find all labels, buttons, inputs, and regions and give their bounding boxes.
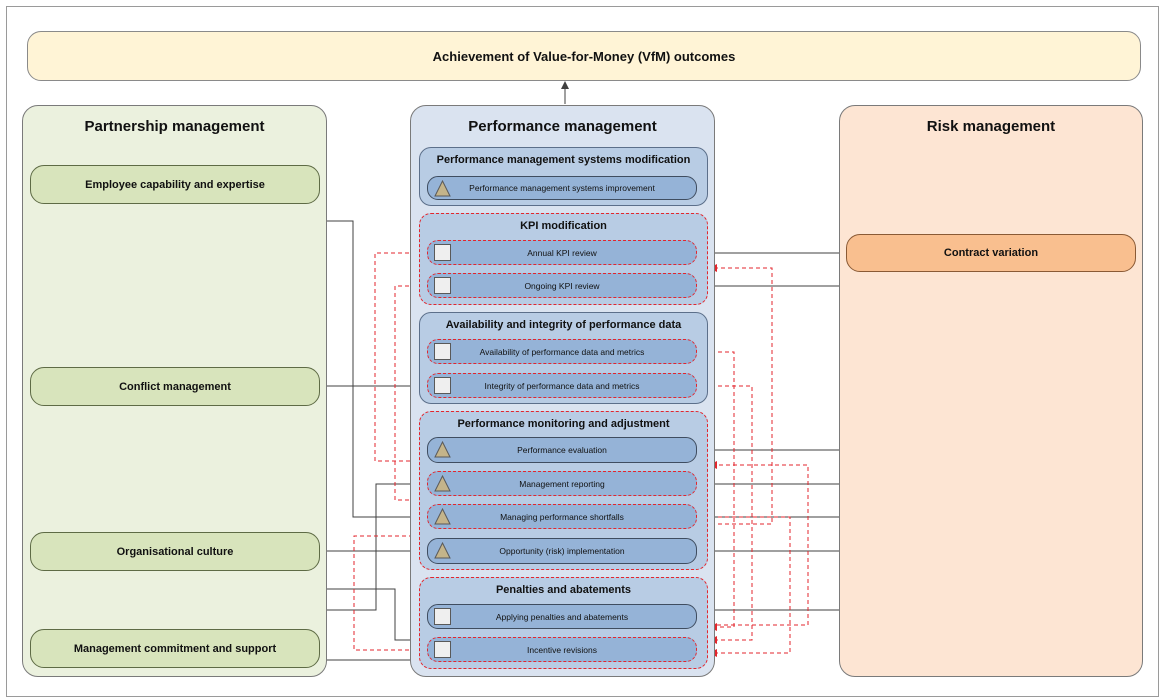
employee-capability-label: Employee capability and expertise [85, 178, 265, 191]
vfm-outcomes-title: Achievement of Value-for-Money (VfM) out… [432, 48, 736, 64]
item-management-reporting: Management reporting [427, 471, 697, 496]
item-management-reporting-label: Management reporting [519, 478, 605, 489]
performance-management-title: Performance management [468, 118, 657, 135]
organisational-culture-box: Organisational culture [30, 532, 320, 571]
feedback-integrity-to-penalties [697, 385, 753, 644]
feedback-shortfalls-to-incentive [697, 516, 791, 657]
item-applying-penalties: Applying penalties and abatements [427, 604, 697, 629]
diagram-frame [6, 6, 1159, 697]
square-icon [434, 608, 451, 625]
item-managing-shortfalls: Managing performance shortfalls [427, 504, 697, 529]
item-pms-improvement-label: Performance management systems improveme… [469, 183, 655, 193]
item-incentive-revisions: Incentive revisions [427, 637, 697, 662]
organisational-culture-label: Organisational culture [116, 545, 234, 558]
vfm-outcomes-banner: Achievement of Value-for-Money (VfM) out… [27, 31, 1141, 81]
square-icon [434, 641, 451, 658]
contract-variation-box: Contract variation [846, 234, 1136, 272]
item-annual-kpi-review: Annual KPI review [427, 240, 697, 265]
square-icon [434, 277, 451, 294]
risk-management-title: Risk management [926, 118, 1056, 135]
item-opportunity-implementation-label: Opportunity (risk) implementation [499, 546, 625, 556]
feedback-availability-to-penalties [697, 351, 735, 631]
conflict-management-box: Conflict management [30, 367, 320, 406]
item-performance-evaluation: Performance evaluation [427, 437, 697, 463]
group-kpi-modification-title: KPI modification [520, 220, 607, 232]
square-icon [434, 343, 451, 360]
group-monitoring-adjustment-title: Performance monitoring and adjustment [457, 418, 670, 430]
item-managing-shortfalls-label: Managing performance shortfalls [500, 511, 624, 522]
item-annual-kpi-review-label: Annual KPI review [527, 247, 597, 258]
triangle-icon [434, 180, 451, 197]
group-performance-data-title: Availability and integrity of performanc… [445, 319, 682, 331]
triangle-icon [434, 542, 451, 559]
contract-variation-label: Contract variation [943, 247, 1039, 259]
item-data-integrity: Integrity of performance data and metric… [427, 373, 697, 398]
item-performance-evaluation-label: Performance evaluation [517, 445, 607, 455]
employee-capability-box: Employee capability and expertise [30, 165, 320, 204]
partnership-management-title: Partnership management [84, 118, 265, 135]
group-pms-modification-title: Performance management systems modificat… [436, 154, 691, 166]
management-commitment-box: Management commitment and support [30, 629, 320, 668]
item-applying-penalties-label: Applying penalties and abatements [495, 611, 629, 622]
item-data-availability-label: Availability of performance data and met… [479, 346, 645, 357]
triangle-icon [434, 475, 451, 492]
group-penalties-abatements-title: Penalties and abatements [495, 584, 632, 596]
item-opportunity-implementation: Opportunity (risk) implementation [427, 538, 697, 564]
item-data-availability: Availability of performance data and met… [427, 339, 697, 364]
item-ongoing-kpi-review: Ongoing KPI review [427, 273, 697, 298]
triangle-icon [434, 508, 451, 525]
triangle-icon [434, 441, 451, 458]
square-icon [434, 377, 451, 394]
management-commitment-label: Management commitment and support [73, 642, 277, 655]
square-icon [434, 244, 451, 261]
item-incentive-revisions-label: Incentive revisions [527, 644, 597, 655]
feedback-penalties-to-monitoring [709, 461, 809, 626]
feedback-incentive-to-opportunity [353, 532, 430, 651]
feedback-shortfalls-to-kpi [697, 264, 773, 525]
conflict-management-label: Conflict management [119, 380, 231, 393]
item-data-integrity-label: Integrity of performance data and metric… [484, 380, 640, 391]
item-ongoing-kpi-review-label: Ongoing KPI review [524, 280, 600, 291]
risk-management-panel: Risk management [839, 105, 1143, 677]
item-pms-improvement: Performance management systems improveme… [427, 176, 697, 200]
